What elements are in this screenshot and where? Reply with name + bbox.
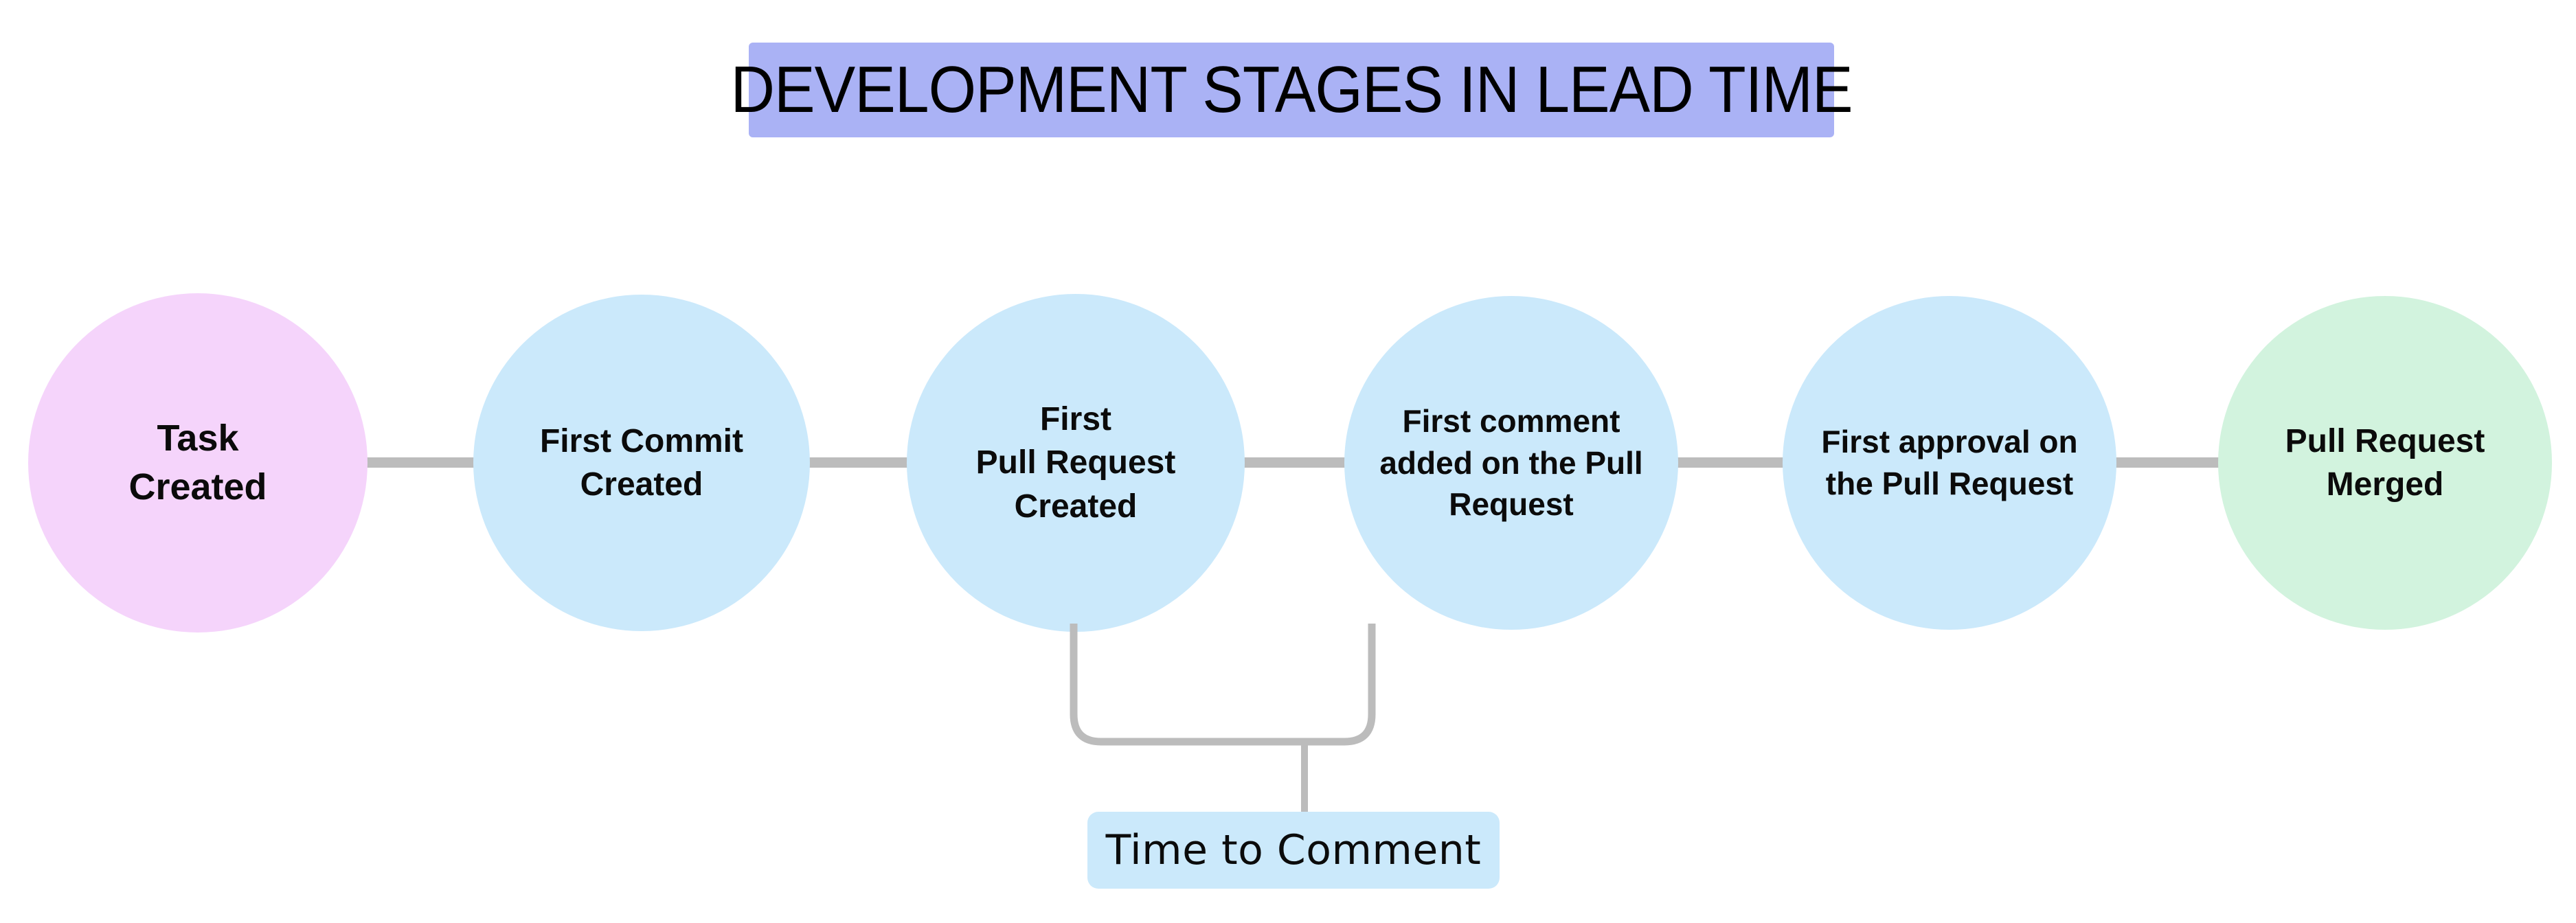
node-pull-request-merged-label: Pull Request Merged: [2285, 422, 2485, 503]
node-first-approval-on-pull-request[interactable]: First approval on the Pull Request: [1783, 296, 2116, 630]
node-first-commit-created[interactable]: First Commit Created: [473, 295, 810, 631]
node-first-commit-created-label: First Commit Created: [539, 422, 743, 503]
node-first-pull-request-created[interactable]: First Pull Request Created: [907, 294, 1245, 632]
time-to-comment-callout[interactable]: Time to Comment: [1087, 812, 1500, 889]
time-to-comment-bracket: [1044, 611, 1401, 755]
node-first-pull-request-created-label: First Pull Request Created: [975, 400, 1176, 525]
node-pull-request-merged[interactable]: Pull Request Merged: [2218, 296, 2552, 630]
connector-task-to-first-commit: [364, 457, 475, 468]
time-to-comment-stem: [1301, 740, 1308, 817]
node-first-comment-on-pull-request-label: First comment added on the Pull Request: [1379, 402, 1643, 523]
connector-first-comment-to-first-approval: [1676, 457, 1785, 468]
node-task-created-label: Task Created: [128, 417, 267, 508]
node-first-comment-on-pull-request[interactable]: First comment added on the Pull Request: [1344, 296, 1678, 630]
page-title: DEVELOPMENT STAGES IN LEAD TIME: [730, 43, 1853, 137]
node-task-created[interactable]: Task Created: [28, 293, 368, 633]
node-first-approval-on-pull-request-label: First approval on the Pull Request: [1821, 424, 2078, 501]
page-title-text: DEVELOPMENT STAGES IN LEAD TIME: [730, 53, 1853, 126]
connector-first-commit-to-first-pr: [806, 457, 909, 468]
connector-first-approval-to-merged: [2113, 457, 2222, 468]
connector-first-pr-to-first-comment: [1241, 457, 1348, 468]
time-to-comment-label: Time to Comment: [1105, 826, 1482, 874]
